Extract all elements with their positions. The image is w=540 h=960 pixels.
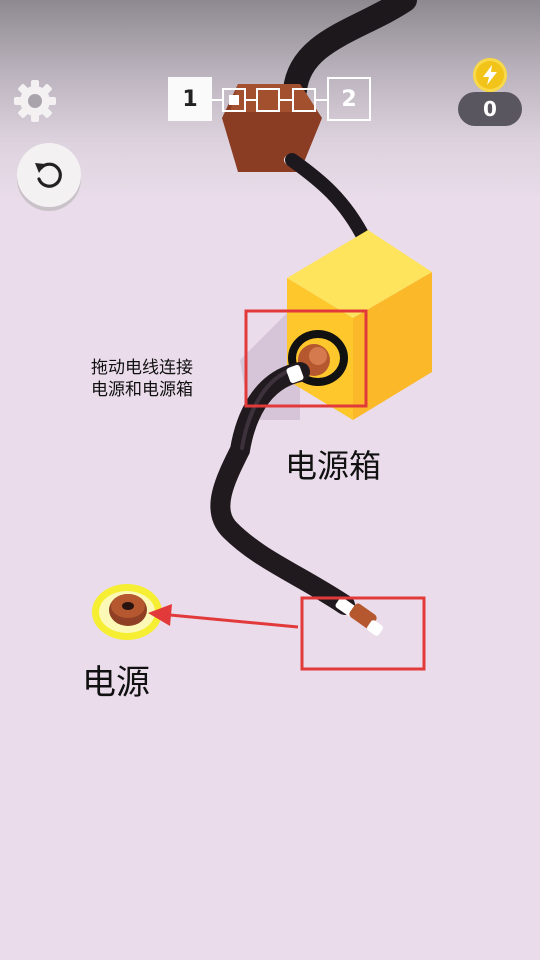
highlight-plug-box <box>300 596 426 671</box>
progress-step-1 <box>222 88 246 112</box>
progress-connector <box>212 99 222 101</box>
cable-to-box-top <box>285 153 372 247</box>
progress-step-2 <box>256 88 280 112</box>
progress-connector <box>246 99 256 101</box>
restart-icon <box>35 162 62 188</box>
cable-plug <box>335 597 383 636</box>
progress-connector <box>280 99 292 101</box>
coin-counter: 0 <box>458 92 522 126</box>
power-source-label: 电源 <box>82 663 150 703</box>
guide-arrow <box>148 604 299 629</box>
cable-top <box>283 0 417 102</box>
gear-icon <box>14 80 56 122</box>
drag-hint-text: 拖动电线连接 电源和电源箱 <box>91 357 193 401</box>
hint-line-1: 拖动电线连接 <box>91 358 193 378</box>
progress-step-3 <box>292 88 316 112</box>
hint-line-2: 电源和电源箱 <box>91 380 193 400</box>
restart-button[interactable] <box>17 143 81 207</box>
highlight-socket-box <box>244 309 368 408</box>
power-box-label: 电源箱 <box>285 447 382 485</box>
settings-button[interactable] <box>12 78 58 124</box>
lightning-coin-icon <box>473 58 507 92</box>
power-box <box>287 230 432 420</box>
cable-collar-top <box>286 364 304 384</box>
progress-connector <box>316 99 327 101</box>
power-source <box>92 584 162 640</box>
level-current-indicator: 1 <box>168 77 212 121</box>
level-next-indicator: 2 <box>327 77 371 121</box>
